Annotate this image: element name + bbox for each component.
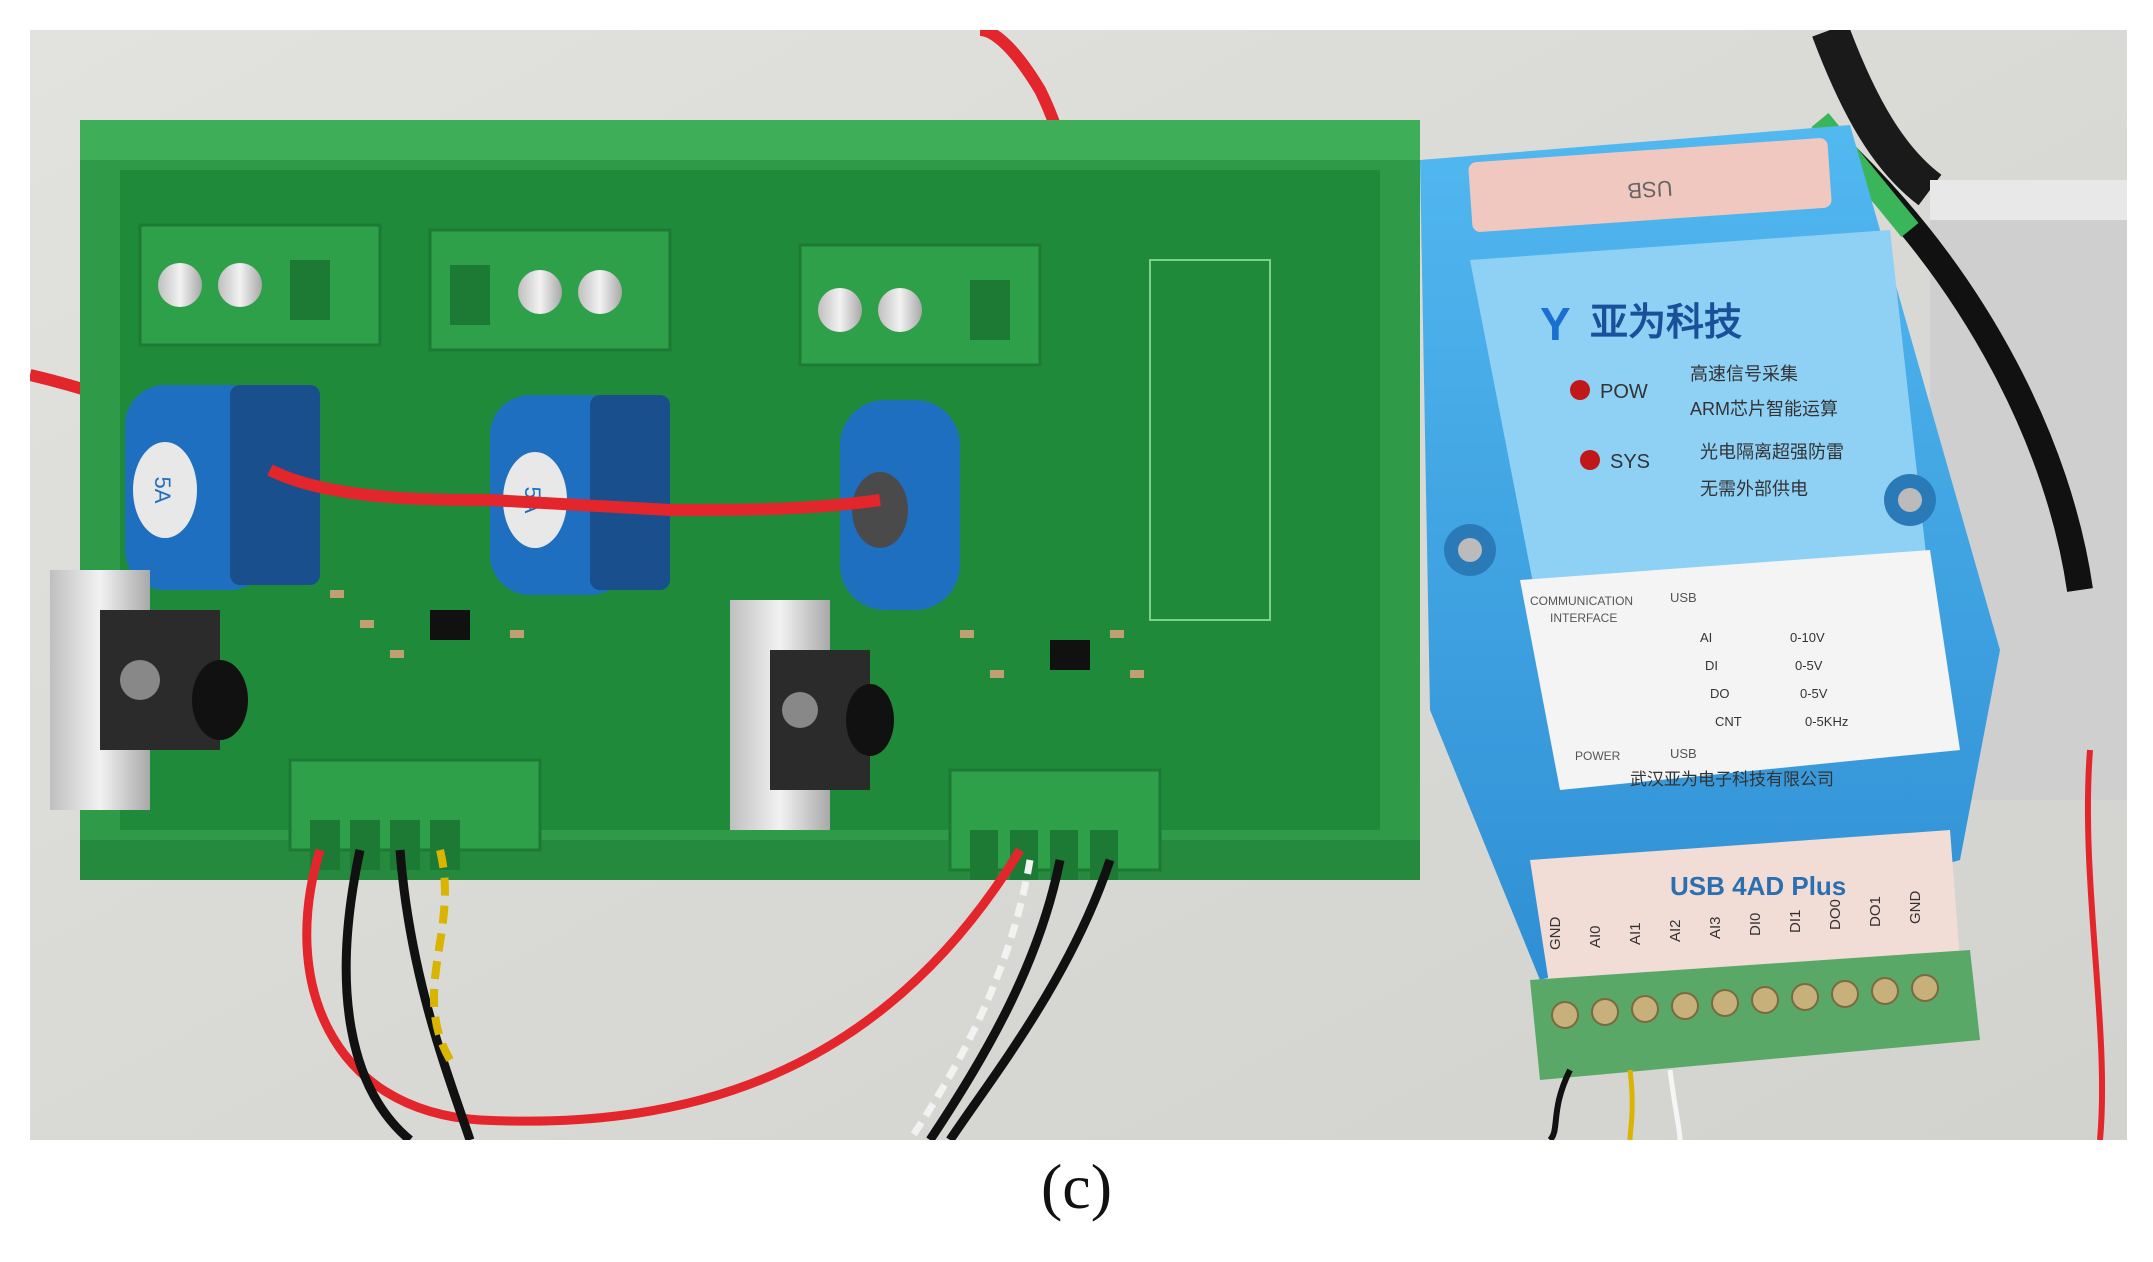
red-wire-through — [267, 464, 881, 517]
terminal-label-4: AI3 — [1707, 916, 1724, 939]
feature-1: 高速信号采集 — [1690, 364, 1798, 384]
terminal-block-1 — [138, 223, 382, 347]
daq-device: USB 亚为科技 Y POW 高速信号采集 ARM芯片智能运算 SYS 光电隔离… — [1420, 125, 2000, 990]
device-brand: 亚为科技 — [1590, 302, 1742, 344]
black-wire-bottom-1 — [341, 849, 413, 1144]
device-terminal-strip — [1530, 950, 1980, 1080]
spec-row-di-value: 0-5V — [1795, 658, 1823, 673]
terminal-label-9: GND — [1907, 891, 1924, 925]
ic-chip-2 — [1050, 640, 1090, 670]
terminal-label-5: DI0 — [1747, 913, 1764, 936]
figure-caption: (c) — [1040, 1151, 1113, 1222]
device-wire-black — [1547, 1068, 1573, 1143]
heatsink-left — [50, 570, 248, 810]
red-wire-bottom — [302, 847, 1024, 1126]
device-company: 武汉亚为电子科技有限公司 — [1630, 770, 1834, 789]
black-wire-bottom-3 — [926, 859, 1065, 1143]
current-sensor-2: 5A — [490, 395, 670, 595]
yellow-twisted-wire — [429, 849, 454, 1062]
led-sys-label: SYS — [1610, 451, 1650, 473]
black-cable-top — [1812, 23, 1942, 206]
spec-comm-value: USB — [1670, 590, 1697, 605]
connector-right — [948, 768, 1162, 880]
black-wire-bottom-2 — [395, 849, 475, 1142]
ic-chip-1 — [430, 610, 470, 640]
current-sensor-1: 5A — [125, 385, 320, 590]
terminal-label-3: AI2 — [1667, 919, 1684, 942]
heatsink-right — [730, 600, 894, 830]
hardware-photo: 5A 5A — [28, 23, 2140, 1144]
terminal-block-2 — [428, 228, 672, 352]
device-wire-red-right — [2084, 749, 2106, 1141]
terminal-label-0: GND — [1547, 917, 1564, 951]
brand-logo-y: Y — [1540, 298, 1571, 350]
device-model: USB 4AD Plus — [1670, 871, 1846, 901]
spec-row-ai: AI — [1700, 630, 1712, 645]
led-sys — [1580, 450, 1600, 470]
spec-label-power: POWER — [1575, 749, 1621, 763]
spec-label-comm: COMMUNICATION — [1530, 594, 1633, 608]
white-wire-bottom — [907, 859, 1034, 1142]
feature-3: 光电隔离超强防雷 — [1700, 442, 1844, 462]
spec-power-value: USB — [1670, 746, 1697, 761]
spec-row-cnt: CNT — [1715, 714, 1742, 729]
spec-row-do: DO — [1710, 686, 1730, 701]
device-wire-yellow — [1627, 1069, 1635, 1141]
black-wire-bottom-4 — [946, 858, 1115, 1143]
spec-row-do-value: 0-5V — [1800, 686, 1828, 701]
led-pow-label: POW — [1600, 381, 1648, 403]
terminal-labels: GND AI0 AI1 AI2 AI3 DI0 DI1 DO0 DO1 GND — [1547, 891, 1924, 951]
terminal-label-7: DO0 — [1827, 899, 1844, 930]
device-wire-white — [1667, 1069, 1683, 1141]
spec-label-interface: INTERFACE — [1550, 611, 1617, 625]
sensor-label-1: 5A — [150, 477, 175, 504]
device-top-label: USB — [1627, 175, 1674, 203]
terminal-label-1: AI0 — [1587, 925, 1604, 948]
terminal-label-2: AI1 — [1627, 922, 1644, 945]
terminal-label-8: DO1 — [1867, 896, 1884, 927]
current-sensor-3 — [840, 400, 960, 610]
feature-2: ARM芯片智能运算 — [1690, 399, 1838, 419]
spec-row-di: DI — [1705, 658, 1718, 673]
led-pow — [1570, 380, 1590, 400]
terminal-block-3 — [798, 243, 1042, 367]
feature-4: 无需外部供电 — [1700, 479, 1808, 499]
spec-row-cnt-value: 0-5KHz — [1805, 714, 1848, 729]
spec-row-ai-value: 0-10V — [1790, 630, 1825, 645]
terminal-label-6: DI1 — [1787, 910, 1804, 933]
